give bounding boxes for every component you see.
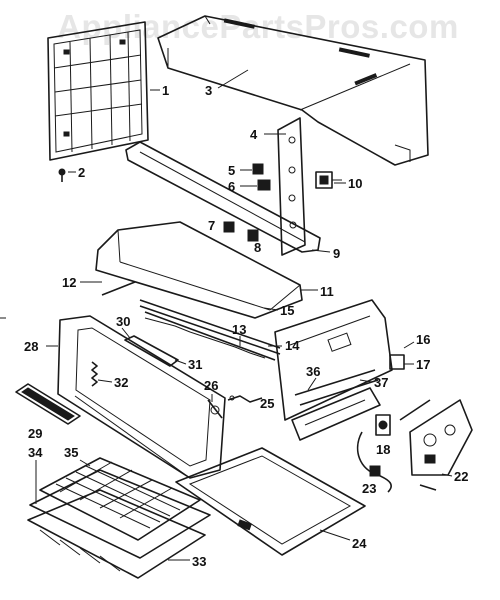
- callout-31: 31: [188, 357, 202, 372]
- part-control-assembly: [399, 399, 473, 491]
- callout-4: 4: [250, 127, 258, 142]
- callout-36: 36: [306, 364, 320, 379]
- part-inner-body: [274, 299, 393, 421]
- callout-1: 1: [162, 83, 169, 98]
- callout-29: 29: [28, 426, 42, 441]
- callout-7: 7: [208, 218, 215, 233]
- part-block-6: [257, 179, 271, 191]
- part-terminal-16: [389, 354, 405, 370]
- part-heating-element: [139, 299, 281, 361]
- callout-26: 26: [204, 378, 218, 393]
- callout-16: 16: [416, 332, 430, 347]
- leader-32: [97, 379, 113, 383]
- part-thermostat: [375, 414, 391, 436]
- part-control-plate: [291, 387, 381, 441]
- leader-16: [403, 341, 415, 349]
- callout-5: 5: [228, 163, 235, 178]
- part-trim-bar: [125, 141, 321, 253]
- callout-10: 10: [348, 176, 362, 191]
- leader-31: [174, 359, 187, 365]
- part-glass-door: [175, 447, 366, 556]
- callout-24: 24: [352, 536, 367, 551]
- part-switch: [315, 171, 342, 189]
- callout-35: 35: [64, 445, 78, 460]
- part-block-5: [252, 163, 264, 175]
- leader-9: [311, 249, 331, 253]
- callout-37: 37: [374, 375, 388, 390]
- part-rear-panel: [47, 21, 149, 161]
- callout-11: 11: [320, 284, 334, 299]
- part-block-7: [223, 221, 235, 233]
- part-bracket-26: [207, 399, 223, 419]
- callout-23: 23: [362, 481, 376, 496]
- part-crumb-tray: [27, 489, 206, 579]
- callout-22: 22: [454, 469, 468, 484]
- part-outer-cabinet: [157, 15, 429, 166]
- leader-15: [263, 307, 279, 311]
- part-broil-pan: [29, 469, 211, 559]
- callout-6: 6: [228, 179, 235, 194]
- callout-32: 32: [114, 375, 128, 390]
- part-spring: [91, 361, 98, 387]
- callout-25: 25: [260, 396, 274, 411]
- callout-18: 18: [376, 442, 390, 457]
- leader-22: [441, 473, 453, 477]
- part-element-right: [294, 369, 379, 406]
- leader-24: [319, 529, 351, 541]
- leader-37: [359, 379, 373, 383]
- callout-12: 12: [62, 275, 76, 290]
- callout-9: 9: [333, 246, 340, 261]
- part-hinge-25: [227, 395, 263, 403]
- part-knob-handle: [15, 383, 81, 425]
- callout-15: 15: [280, 303, 294, 318]
- part-screw: [58, 168, 66, 182]
- callout-8: 8: [254, 240, 261, 255]
- callout-17: 17: [416, 357, 430, 372]
- leader-3: [217, 69, 249, 89]
- leader-36: [307, 377, 317, 391]
- callout-2: 2: [78, 165, 85, 180]
- callout-28: 28: [24, 339, 38, 354]
- part-front-frame: [57, 315, 226, 479]
- callout-14: 14: [285, 338, 300, 353]
- leader-30: [121, 327, 131, 339]
- part-block-8: [247, 229, 259, 242]
- callout-13: 13: [232, 322, 246, 337]
- callout-30: 30: [116, 314, 130, 329]
- part-top-housing: [95, 221, 303, 319]
- callout-33: 33: [192, 554, 206, 569]
- leader-35: [79, 459, 91, 467]
- callout-3: 3: [205, 83, 212, 98]
- part-power-cord: [356, 431, 392, 493]
- part-rod: [101, 281, 136, 296]
- callout-34: 34: [28, 445, 43, 460]
- part-handle-bar: [124, 335, 179, 367]
